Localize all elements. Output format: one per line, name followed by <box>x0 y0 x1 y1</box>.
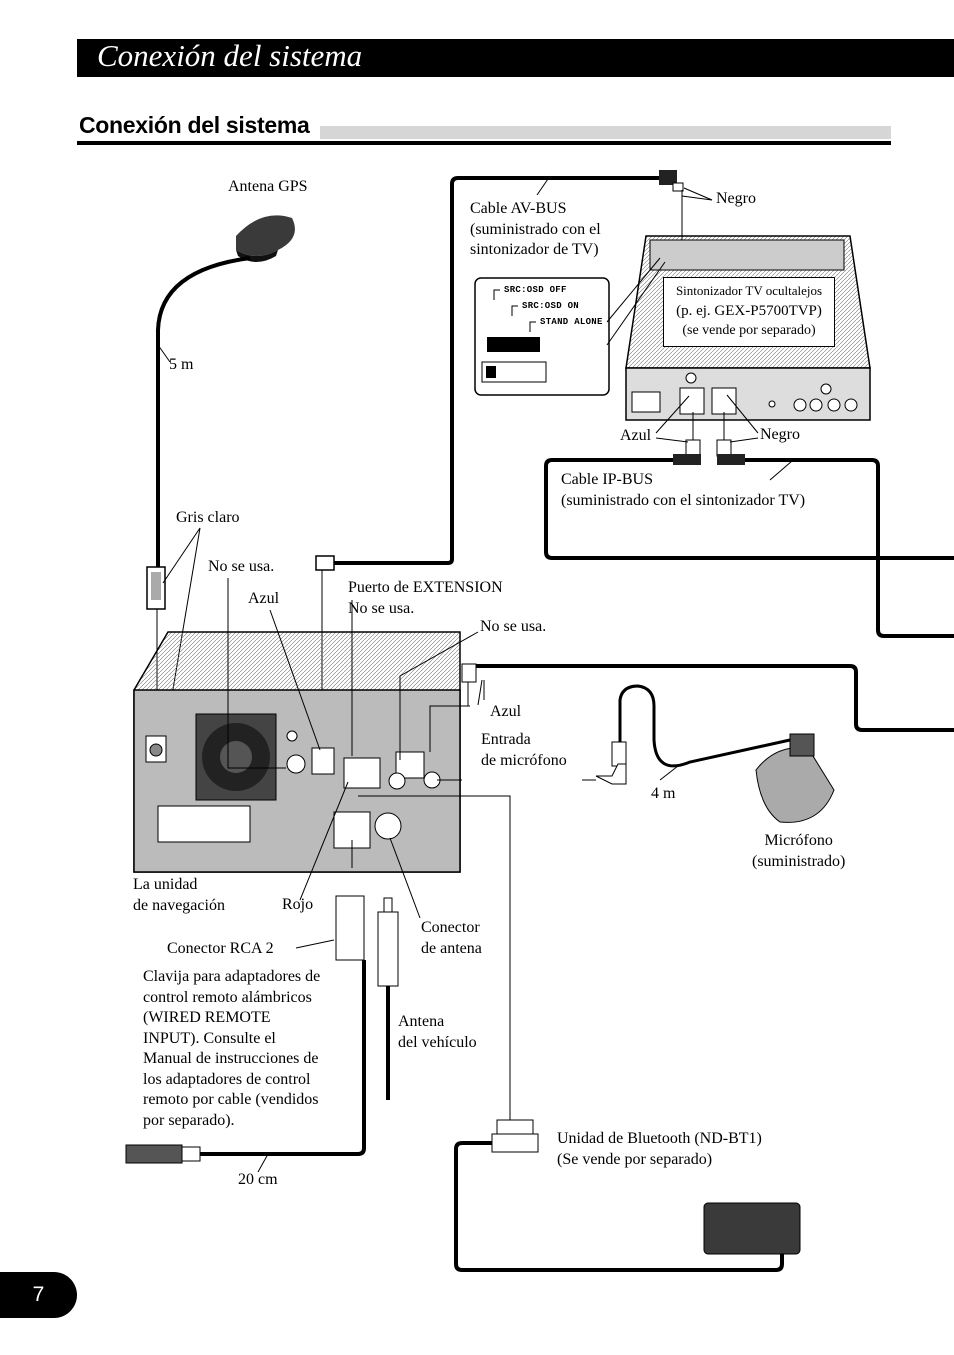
wired-remote-line: remoto por cable (vendidos <box>143 1091 319 1108</box>
section-title-bar <box>320 126 891 139</box>
vehicle-antenna-label: Antena del vehículo <box>398 1012 477 1053</box>
tuner-label-line: (p. ej. GEX-P5700TVP) <box>676 303 822 319</box>
wired-remote-line: Manual de instrucciones de <box>143 1050 319 1067</box>
av-bus-cable-label: Cable AV-BUS (suministrado con el sinton… <box>470 199 601 261</box>
cable-length-label: 20 cm <box>238 1171 278 1188</box>
navigation-unit-line: de navegación <box>133 896 225 914</box>
mic-input-line: de micrófono <box>481 751 567 769</box>
microphone-line: Micrófono <box>764 832 833 849</box>
av-bus-cable-line: sintonizador de TV) <box>470 241 599 258</box>
gps-antenna <box>156 215 295 570</box>
switch-osd-on: SRC:OSD ON <box>522 301 580 311</box>
ip-bus-cable <box>544 394 954 638</box>
wired-remote-line: (WIRED REMOTE <box>143 1009 271 1026</box>
mic-input-label: Entrada de micrófono <box>481 730 567 771</box>
negro-label: Negro <box>760 426 800 443</box>
ip-bus-cable-line: Cable IP-BUS <box>561 471 653 488</box>
tuner-label-line: Sintonizador TV ocultalejos <box>675 283 823 298</box>
switch-stand-alone: STAND ALONE <box>540 317 603 327</box>
header-bar <box>77 39 954 77</box>
gps-length-label: 5 m <box>169 356 194 373</box>
wired-remote-line: por separado). <box>143 1111 235 1129</box>
mic-length-label: 4 m <box>651 785 676 802</box>
rojo-label: Rojo <box>282 896 314 913</box>
vehicle-antenna-line: del vehículo <box>398 1033 477 1051</box>
microphone <box>440 663 954 823</box>
unit-leader-lines <box>227 578 479 919</box>
tuner-label-line: (se vende por separado) <box>682 323 816 338</box>
lower-cables <box>125 840 399 1173</box>
azul-label: Azul <box>620 427 652 444</box>
bluetooth-line: Unidad de Bluetooth (ND-BT1) <box>557 1130 762 1147</box>
vehicle-antenna-line: Antena <box>398 1013 445 1030</box>
azul-label: Azul <box>490 703 522 720</box>
extension-port-line: Puerto de EXTENSION <box>348 579 503 596</box>
mic-input-line: Entrada <box>481 731 531 748</box>
av-bus-cable-line: Cable AV-BUS <box>470 200 567 217</box>
page-number-tab <box>0 1272 77 1318</box>
rca-connector-label: Conector RCA 2 <box>167 940 274 957</box>
bluetooth-unit <box>358 795 801 1272</box>
gris-claro-label: Gris claro <box>176 509 240 526</box>
av-bus-cable-line: (suministrado con el <box>470 220 601 238</box>
wired-remote-line: los adaptadores de control <box>143 1070 311 1088</box>
section-title: Conexión del sistema <box>79 112 310 138</box>
section-rule <box>77 141 891 145</box>
no-se-usa-label: No se usa. <box>480 618 547 635</box>
switch-callout <box>474 257 666 396</box>
page-number: 7 <box>32 1283 45 1306</box>
no-se-usa-label: No se usa. <box>208 558 275 575</box>
antenna-connector-line: de antena <box>421 939 482 957</box>
tuner-label-box: Sintonizador TV ocultalejos (p. ej. GEX-… <box>663 277 835 347</box>
wired-remote-line: control remoto alámbricos <box>143 988 312 1006</box>
antenna-connector-label: Conector de antena <box>421 918 482 959</box>
navigation-unit <box>133 631 461 873</box>
page-header-title: Conexión del sistema <box>97 38 363 73</box>
antenna-connector-line: Conector <box>421 919 480 936</box>
gps-antenna-label: Antena GPS <box>228 178 308 195</box>
extension-port-label: Puerto de EXTENSION No se usa. <box>348 578 503 619</box>
microphone-line: (suministrado) <box>752 852 846 870</box>
microphone-label: Micrófono (suministrado) <box>752 831 845 872</box>
wired-remote-note: Clavija para adaptadores de control remo… <box>143 967 320 1131</box>
extension-port-line: No se usa. <box>348 599 415 617</box>
azul-label: Azul <box>248 590 280 607</box>
ip-bus-cable-label: Cable IP-BUS (suministrado con el sinton… <box>561 470 805 511</box>
bluetooth-line: (Se vende por separado) <box>557 1150 713 1168</box>
bluetooth-label: Unidad de Bluetooth (ND-BT1) (Se vende p… <box>557 1129 762 1170</box>
wired-remote-line: INPUT). Consulte el <box>143 1029 276 1047</box>
negro-label: Negro <box>716 190 756 207</box>
wired-remote-line: Clavija para adaptadores de <box>143 968 321 985</box>
ip-bus-cable-line: (suministrado con el sintonizador TV) <box>561 491 806 509</box>
switch-osd-off: SRC:OSD OFF <box>504 285 567 295</box>
navigation-unit-label: La unidad de navegación <box>133 875 225 916</box>
navigation-unit-line: La unidad <box>133 876 198 893</box>
